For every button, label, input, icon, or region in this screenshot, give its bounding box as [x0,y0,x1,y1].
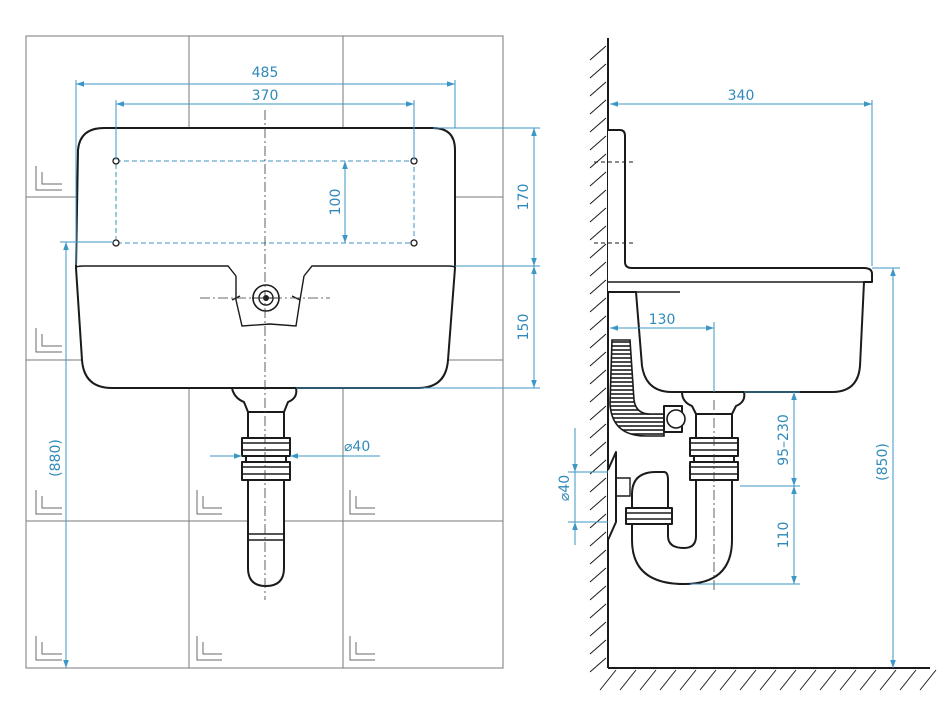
drain-pipe-front [231,387,298,587]
wall-hatch-line [589,99,607,115]
wall-hatch-line [589,135,607,151]
dim-label-130: 130 [649,312,676,328]
wall-hatch-line [589,657,607,673]
floor-hatch-line [679,669,697,691]
floor-hatch-line [879,669,897,691]
dim-wall-outlet-diameter: ⌀40 [557,428,608,545]
floor-hatch-line [859,669,877,691]
wall-hatch-line [589,243,607,259]
wall-hatch-line [589,279,607,295]
dim-floor-height: (850) [872,267,900,668]
dim-depth: 340 [610,88,873,266]
floor-hatch-line [899,669,917,691]
floor-hatch-line [819,669,837,691]
basin-front-outline [75,127,456,389]
dim-outlet-diameter: ⌀40 [210,439,380,459]
floor-hatch-line [639,669,657,691]
dim-trap-height: 110 [690,486,800,585]
wall-hatch-line [589,81,607,97]
wall-hatch-line [589,423,607,439]
floor-hatch-line [759,669,777,691]
wall-hatch-line [589,225,607,241]
dim-label-170: 170 [516,184,532,211]
side-view: 340 130 95–230 110 ⌀40 [557,38,937,691]
floor-hatch-line [659,669,677,691]
wall-hatch-line [589,153,607,169]
floor-hatch-line [799,669,817,691]
wall-hatch-line [589,207,607,223]
wall-hatch-line [589,441,607,457]
dim-label-485: 485 [252,65,279,81]
wall-hatch-line [589,405,607,421]
dim-label-110: 110 [776,522,792,549]
wall-hatch-line [589,63,607,79]
wall-hatch-line [589,567,607,583]
dim-total-height: (880) [48,241,114,668]
dim-trap-range: 95–230 [740,391,800,487]
dim-label-d40-front: ⌀40 [344,439,370,455]
basin-rim-line [75,265,456,277]
floor-hatch-line [719,669,737,691]
dim-upper-height: 170 [433,127,540,267]
wall-hatch-line [589,261,607,277]
drain-pipe-side [607,391,746,585]
wall-hatch-line [589,45,607,61]
dim-overall-width: 485 [75,65,456,265]
wall-hatch-line [589,513,607,529]
wall-hatch-line [589,585,607,601]
dim-label-880: (880) [48,439,64,477]
wall-hatch-line [589,477,607,493]
wall-hatch-line [589,549,607,565]
dim-label-95-230: 95–230 [776,414,792,466]
wall-hatch-line [589,315,607,331]
floor-hatch-line [779,669,797,691]
dim-outlet-offset: 130 [610,312,715,392]
dim-lower-height: 150 [296,266,540,389]
floor-hatch-line [839,669,857,691]
wall-hatch-line [589,369,607,385]
dim-label-100: 100 [328,189,344,216]
wall-hatch-line [589,639,607,655]
wall-hatch-line [589,117,607,133]
tile-corner-marks [35,166,375,661]
floor-hatch-line [699,669,717,691]
wall-hatch-line [589,351,607,367]
wall-hatch-line [589,495,607,511]
dim-holes-width: 370 [115,88,415,160]
wall-section [589,38,937,691]
floor-hatch-line [619,669,637,691]
dim-label-370: 370 [252,88,279,104]
basin-side-outline [608,129,873,393]
wall-hatch-line [589,333,607,349]
wall-hatch-line [589,531,607,547]
floor-hatch-line [919,669,937,691]
wall-hatch-line [589,189,607,205]
dim-holes-height: 100 [328,161,348,243]
floor-hatch-line [739,669,757,691]
floor-hatch-line [599,669,617,691]
dim-label-d40-side: ⌀40 [557,475,573,501]
dim-label-850: (850) [875,443,891,481]
dim-label-340: 340 [728,88,755,104]
dim-label-150: 150 [516,314,532,341]
wall-hatch-line [589,603,607,619]
wall-hatch-line [589,621,607,637]
wall-hatch-line [589,171,607,187]
wall-hatch-line [589,297,607,313]
front-view: 485 370 100 170 150 [25,35,540,669]
wall-hatch-line [589,387,607,403]
